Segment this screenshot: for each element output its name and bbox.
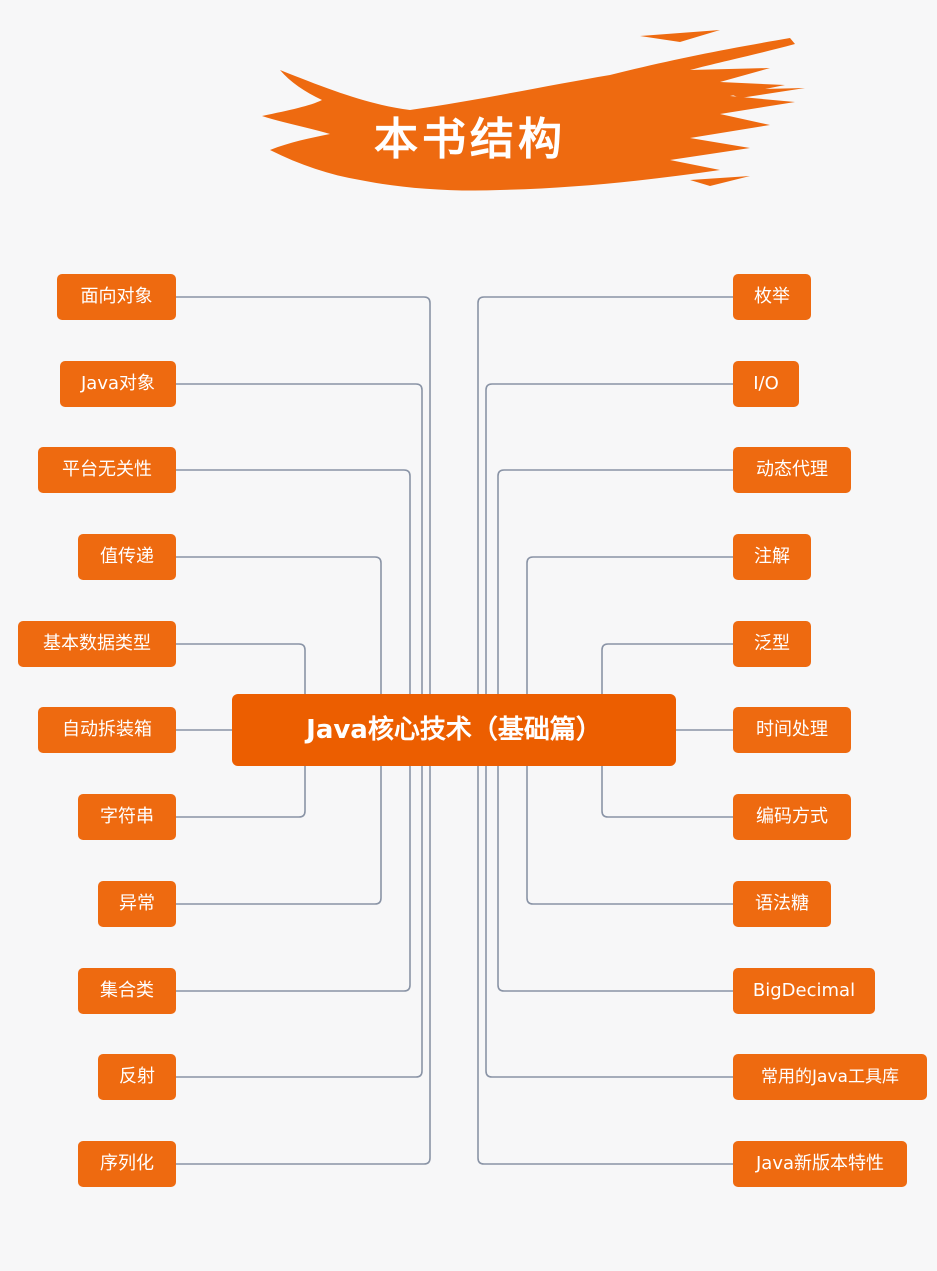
topic-node-left-2: Java对象: [60, 361, 176, 407]
topic-node-right-4: 注解: [733, 534, 811, 580]
topic-node-left-8: 异常: [98, 881, 176, 927]
topic-node-right-11: Java新版本特性: [733, 1141, 907, 1187]
topic-node-left-6: 自动拆装箱: [38, 707, 176, 753]
topic-node-right-3: 动态代理: [733, 447, 851, 493]
topic-node-left-5: 基本数据类型: [18, 621, 176, 667]
banner-brush-stroke: [262, 30, 805, 191]
topic-node-left-4: 值传递: [78, 534, 176, 580]
topic-node-right-7: 编码方式: [733, 794, 851, 840]
topic-node-left-10: 反射: [98, 1054, 176, 1100]
central-topic-node: Java核心技术（基础篇）: [232, 694, 676, 766]
topic-node-left-11: 序列化: [78, 1141, 176, 1187]
topic-node-right-9: BigDecimal: [733, 968, 875, 1014]
topic-node-right-5: 泛型: [733, 621, 811, 667]
topic-node-left-3: 平台无关性: [38, 447, 176, 493]
topic-node-right-2: I/O: [733, 361, 799, 407]
topic-node-right-8: 语法糖: [733, 881, 831, 927]
topic-node-left-1: 面向对象: [57, 274, 176, 320]
topic-node-left-7: 字符串: [78, 794, 176, 840]
topic-node-right-1: 枚举: [733, 274, 811, 320]
banner-title: 本书结构: [374, 114, 566, 165]
topic-node-right-6: 时间处理: [733, 707, 851, 753]
topic-node-right-10: 常用的Java工具库: [733, 1054, 927, 1100]
topic-node-left-9: 集合类: [78, 968, 176, 1014]
